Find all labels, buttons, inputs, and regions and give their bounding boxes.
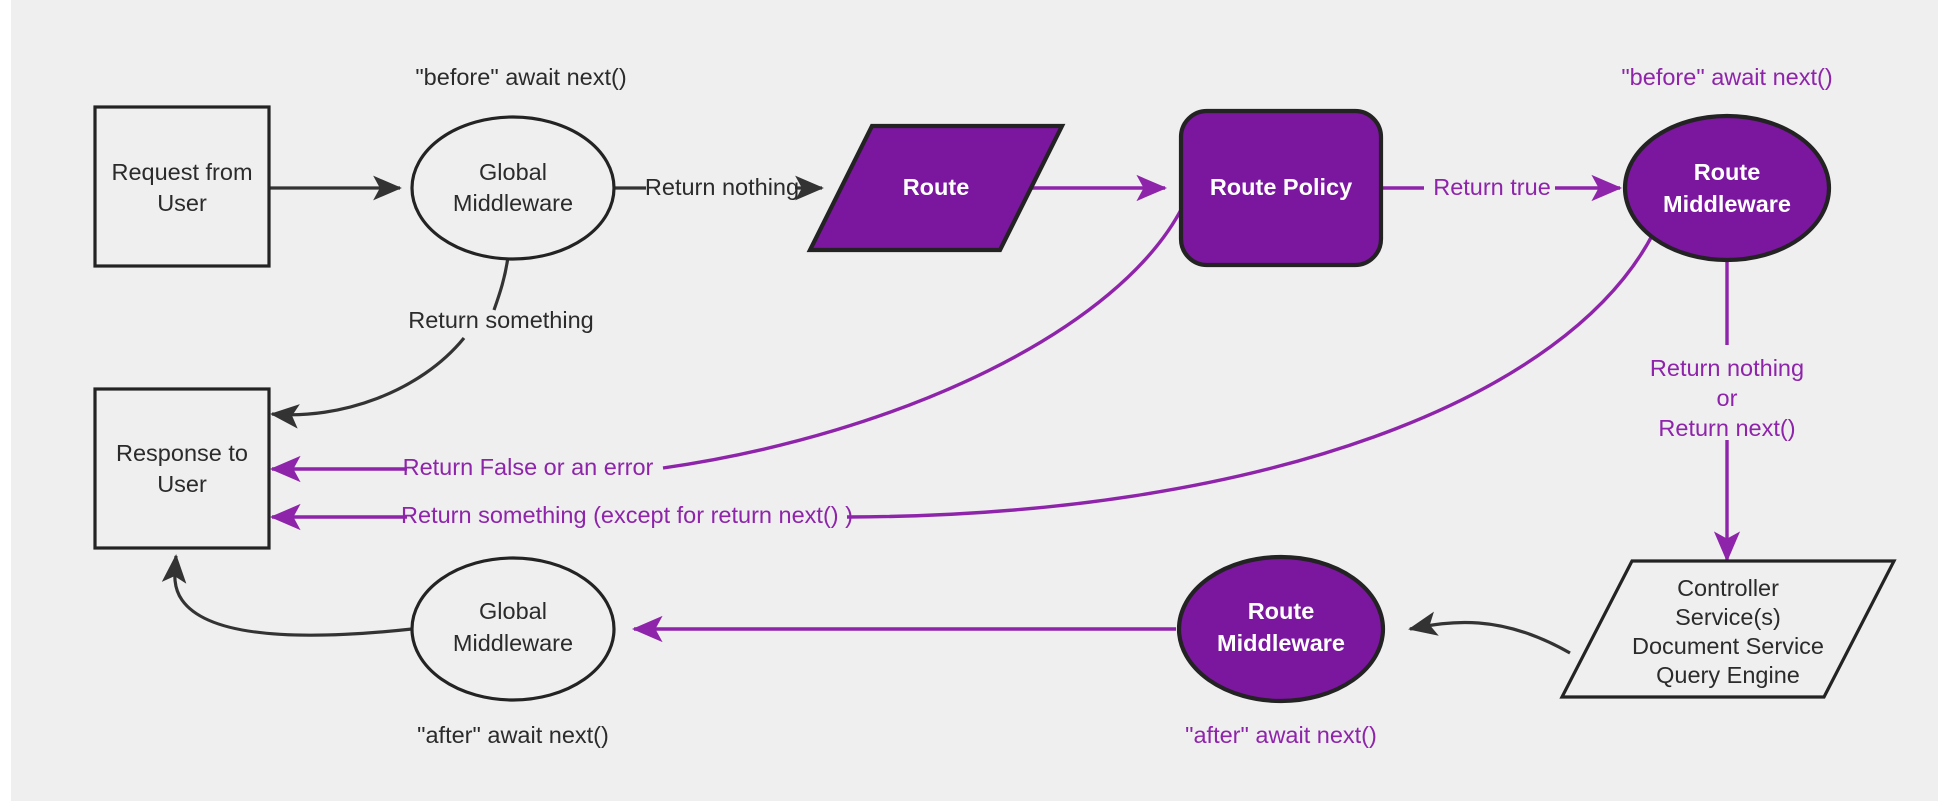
node-controller-line1: Controller — [1677, 575, 1779, 601]
annotation-after-global-middleware: "after" await next() — [417, 722, 609, 748]
edge-label-return-true: Return true — [1433, 174, 1551, 200]
node-controller-line2: Service(s) — [1675, 604, 1781, 630]
edge-label-return-something-except-next: Return something (except for return next… — [401, 502, 853, 528]
node-route-label: Route — [903, 174, 970, 200]
node-global-middleware-bottom[interactable]: Global Middleware — [410, 556, 616, 702]
edge-route-policy-to-response — [662, 205, 1185, 470]
edge-route-middleware-to-response — [846, 229, 1657, 519]
node-request-from-user[interactable]: Request from User — [93, 105, 271, 268]
node-route-middleware-bottom-line2: Middleware — [1217, 630, 1345, 656]
node-response-label-line1: Response to — [116, 440, 248, 466]
node-response-label-line2: User — [157, 471, 207, 497]
node-route-middleware-top-line2: Middleware — [1663, 191, 1791, 217]
edge-global-middleware-to-response-tail — [270, 336, 466, 429]
node-controller-services[interactable]: Controller Service(s) Document Service Q… — [1559, 559, 1897, 699]
edge-label-return-nothing: Return nothing — [645, 174, 799, 200]
node-global-middleware-top[interactable]: Global Middleware — [410, 115, 616, 261]
annotation-after-route-middleware: "after" await next() — [1185, 722, 1377, 748]
edge-label-return-false-or-error: Return False or an error — [403, 454, 654, 480]
node-global-middleware-bottom-line2: Middleware — [453, 630, 573, 656]
node-route[interactable]: Route — [806, 123, 1066, 253]
node-request-label-line2: User — [157, 190, 207, 216]
annotation-before-route-middleware: "before" await next() — [1621, 64, 1832, 90]
edge-controller-to-route-middleware-bottom — [1408, 611, 1571, 655]
edge-global-middleware-bottom-to-response — [161, 554, 413, 637]
edge-global-middleware-to-response — [492, 256, 510, 311]
node-global-middleware-bottom-line1: Global — [479, 598, 547, 624]
node-route-middleware-top[interactable]: Route Middleware — [1622, 113, 1832, 263]
node-controller-line4: Query Engine — [1656, 662, 1800, 688]
node-request-label-line1: Request from — [111, 159, 252, 185]
node-route-middleware-top-line1: Route — [1694, 159, 1761, 185]
node-route-middleware-bottom-line1: Route — [1248, 598, 1315, 624]
node-route-policy[interactable]: Route Policy — [1178, 108, 1384, 268]
annotation-before-global-middleware: "before" await next() — [415, 64, 626, 90]
edge-label-return-something: Return something — [408, 307, 594, 333]
edge-label-return-nothing-or-next-line2: or — [1717, 385, 1738, 411]
node-route-middleware-bottom[interactable]: Route Middleware — [1176, 554, 1386, 704]
edge-label-return-nothing-or-next-line1: Return nothing — [1650, 355, 1804, 381]
node-route-policy-label: Route Policy — [1210, 174, 1352, 200]
node-response-to-user[interactable]: Response to User — [93, 387, 271, 550]
edge-label-return-nothing-or-next-line3: Return next() — [1658, 415, 1795, 441]
node-global-middleware-top-line1: Global — [479, 159, 547, 185]
node-controller-line3: Document Service — [1632, 633, 1824, 659]
node-global-middleware-top-line2: Middleware — [453, 190, 573, 216]
